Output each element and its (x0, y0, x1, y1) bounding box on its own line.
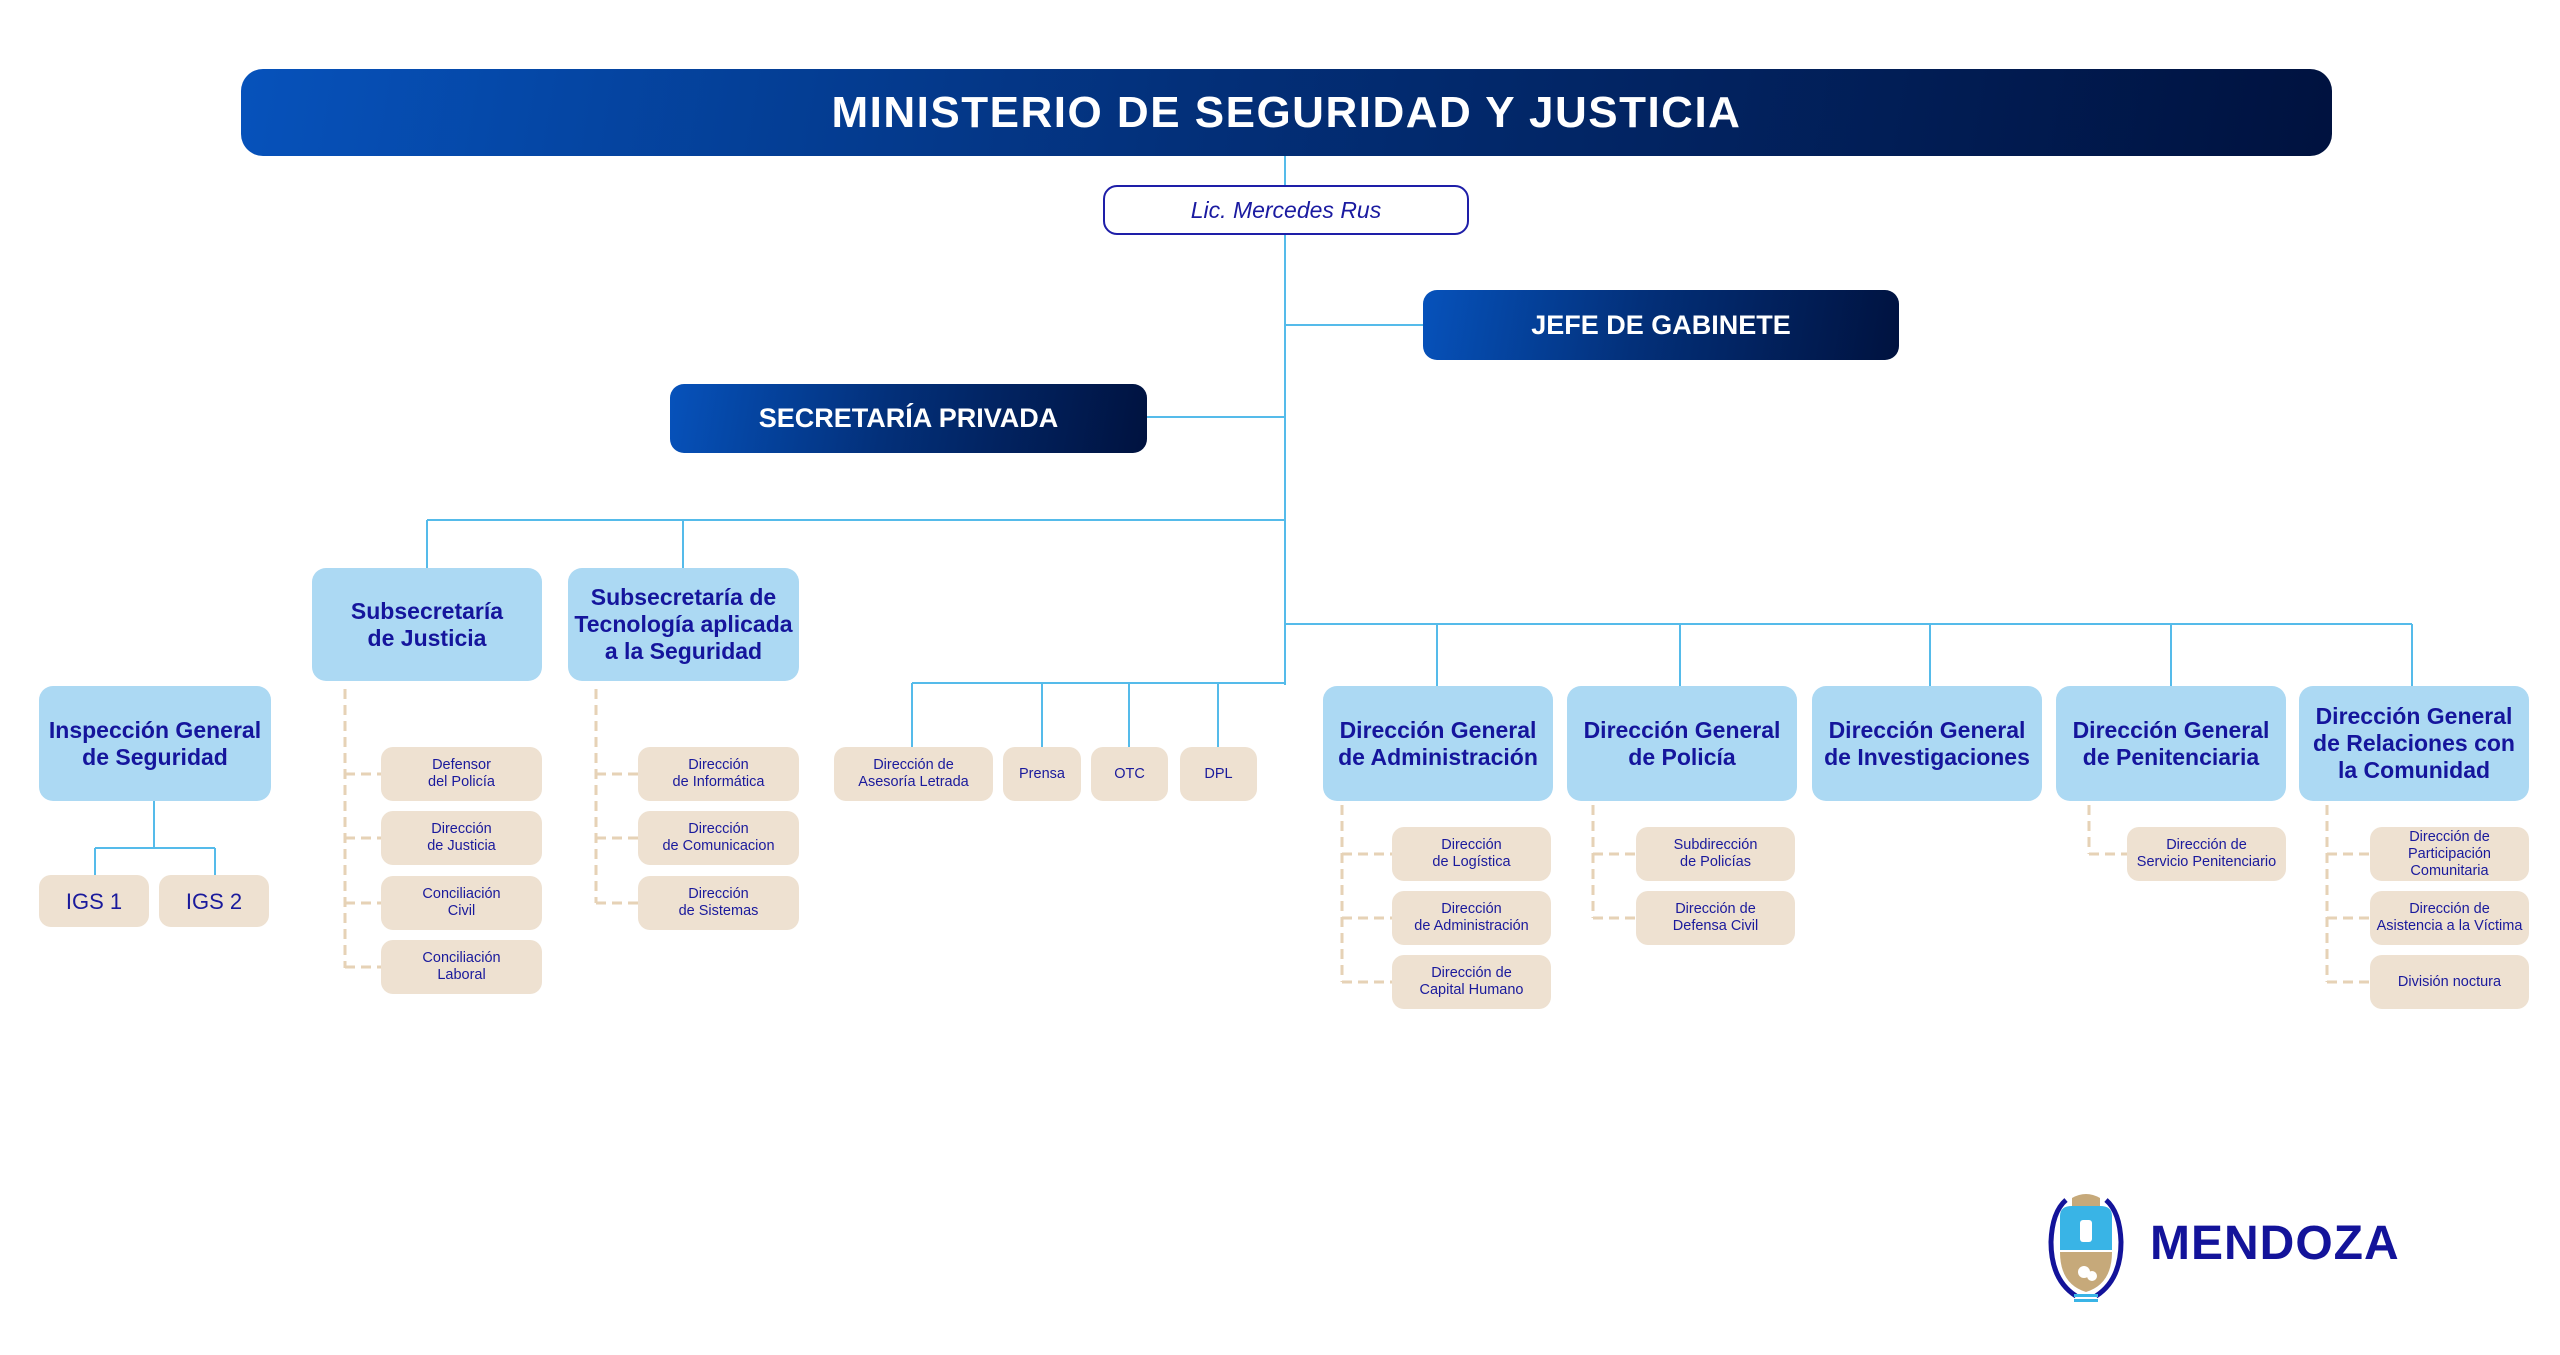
minister-box: Lic. Mercedes Rus (1103, 185, 1469, 235)
subsecretaria-tecnologia-box: Subsecretaría de Tecnología aplicada a l… (568, 568, 799, 681)
direccion-unit-box: Dirección de Asistencia a la Víctima (2370, 891, 2529, 945)
direccion-unit-box: Dirección de Defensa Civil (1636, 891, 1795, 945)
direccion-unit-box-label: Dirección de Asistencia a la Víctima (2376, 901, 2523, 934)
subsecretaria-justicia-box: Subsecretaría de Justicia (312, 568, 542, 681)
igs-2-box: IGS 2 (159, 875, 269, 927)
direccion-unit-box-label: División noctura (2397, 973, 2502, 990)
inspeccion-general-box: Inspección General de Seguridad (39, 686, 271, 801)
direccion-general-box-label: Dirección General de Relaciones con la C… (2313, 703, 2515, 783)
direccion-general-box: Dirección General de Administración (1323, 686, 1553, 801)
staff-unit-box: OTC (1091, 747, 1168, 801)
minister-name: Lic. Mercedes Rus (1190, 196, 1382, 223)
direccion-unit-box-label: Dirección de Capital Humano (1419, 965, 1524, 998)
ministry-title: MINISTERIO DE SEGURIDAD Y JUSTICIA (831, 87, 1742, 137)
tecnologia-unit-box: Dirección de Informática (638, 747, 799, 801)
justicia-unit-box: Conciliación Civil (381, 876, 542, 930)
mendoza-coat-of-arms-logo (2048, 1194, 2124, 1302)
direccion-general-box: Dirección General de Relaciones con la C… (2299, 686, 2529, 801)
tecnologia-unit-box-label: Dirección de Comunicacion (662, 821, 775, 854)
direccion-unit-box-label: Dirección de Participación Comunitaria (2407, 828, 2491, 879)
igs-1-box-label: IGS 1 (65, 888, 123, 914)
direccion-general-box: Dirección General de Penitenciaria (2056, 686, 2286, 801)
direccion-general-box: Dirección General de Policía (1567, 686, 1797, 801)
direccion-unit-box: Dirección de Capital Humano (1392, 955, 1551, 1009)
direccion-unit-box: Dirección de Administración (1392, 891, 1551, 945)
direccion-general-box-label: Dirección General de Administración (1338, 716, 1538, 770)
staff-unit-box: Dirección de Asesoría Letrada (834, 747, 993, 801)
inspeccion-general-box-label: Inspección General de Seguridad (48, 716, 262, 770)
justicia-unit-box-label: Conciliación Laboral (422, 950, 501, 983)
subsecretaria-tecnologia-box-label: Subsecretaría de Tecnología aplicada a l… (574, 584, 793, 664)
mendoza-brand-text: MENDOZA (2150, 1217, 2400, 1270)
ministry-title-banner: MINISTERIO DE SEGURIDAD Y JUSTICIA (241, 69, 2332, 156)
igs-1-box: IGS 1 (39, 875, 149, 927)
direccion-general-box-label: Dirección General de Policía (1583, 716, 1781, 770)
justicia-unit-box-label: Conciliación Civil (422, 886, 501, 919)
staff-unit-box: DPL (1180, 747, 1257, 801)
subsecretaria-justicia-box-label: Subsecretaría de Justicia (350, 597, 504, 651)
direccion-unit-box-label: Subdirección de Policías (1673, 837, 1758, 870)
secretaria-privada-label: SECRETARÍA PRIVADA (758, 403, 1059, 433)
igs-2-box-label: IGS 2 (185, 888, 243, 914)
justicia-unit-box: Defensor del Policía (381, 747, 542, 801)
staff-unit-box-label: OTC (1114, 765, 1145, 782)
justicia-unit-box-label: Defensor del Policía (428, 757, 495, 790)
justicia-unit-box-label: Dirección de Justicia (427, 821, 496, 854)
direccion-unit-box-label: Dirección de Logística (1432, 837, 1511, 870)
direccion-general-box-label: Dirección General de Penitenciaria (2072, 716, 2270, 770)
direccion-unit-box: Subdirección de Policías (1636, 827, 1795, 881)
staff-unit-box-label: Dirección de Asesoría Letrada (858, 757, 969, 790)
direccion-unit-box: Dirección de Participación Comunitaria (2370, 827, 2529, 881)
tecnologia-unit-box-label: Dirección de Informática (672, 757, 765, 790)
staff-unit-box: Prensa (1003, 747, 1081, 801)
jefe-gabinete-box: JEFE DE GABINETE (1423, 290, 1899, 360)
direccion-general-box: Dirección General de Investigaciones (1812, 686, 2042, 801)
direccion-unit-box-label: Dirección de Administración (1414, 901, 1529, 934)
direccion-general-box-label: Dirección General de Investigaciones (1824, 716, 2030, 770)
tecnologia-unit-box: Dirección de Comunicacion (638, 811, 799, 865)
jefe-gabinete-label: JEFE DE GABINETE (1531, 309, 1791, 340)
secretaria-privada-box: SECRETARÍA PRIVADA (670, 384, 1147, 453)
justicia-unit-box: Dirección de Justicia (381, 811, 542, 865)
tecnologia-unit-box: Dirección de Sistemas (638, 876, 799, 930)
staff-unit-box-label: DPL (1204, 765, 1233, 782)
direccion-unit-box-label: Dirección de Defensa Civil (1672, 901, 1759, 934)
tecnologia-unit-box-label: Dirección de Sistemas (678, 886, 759, 919)
justicia-unit-box: Conciliación Laboral (381, 940, 542, 994)
direccion-unit-box-label: Dirección de Servicio Penitenciario (2136, 837, 2277, 870)
staff-unit-box-label: Prensa (1019, 765, 1065, 782)
direccion-unit-box: Dirección de Logística (1392, 827, 1551, 881)
direccion-unit-box: División noctura (2370, 955, 2529, 1009)
direccion-unit-box: Dirección de Servicio Penitenciario (2127, 827, 2286, 881)
